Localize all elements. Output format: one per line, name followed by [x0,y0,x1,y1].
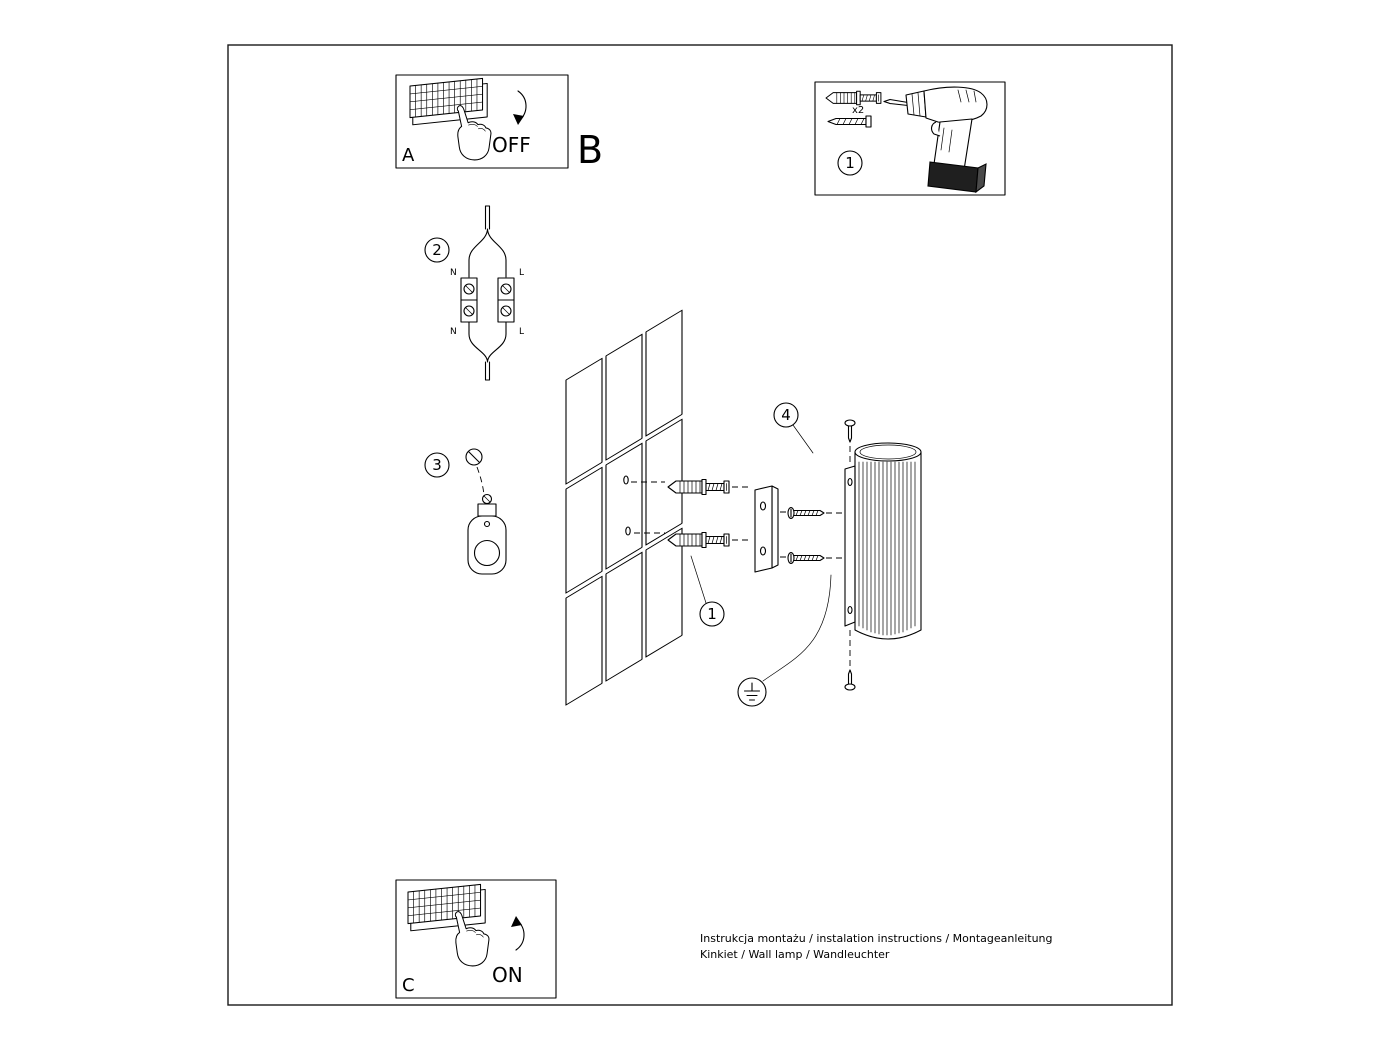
wall-lamp-illustration [762,419,922,691]
terminal-block [460,277,515,323]
lamp-screw-top [844,419,856,464]
rotate-arrow-off-icon [513,90,527,125]
terminal-n-top: N [450,268,457,278]
callout-3-number: 3 [432,456,442,474]
bracket-screws [780,506,843,565]
tools-step-number: 1 [845,154,855,172]
step-3-earth-bracket: 3 [424,448,507,575]
mounting-plate [754,485,779,573]
mounting-assembly [631,478,843,573]
callout-2-number: 2 [432,241,442,259]
panel-c: C ON [395,879,557,999]
panel-a-letter: A [402,145,415,166]
footer-line2: Kinkiet / Wall lamp / Wandleuchter [700,948,890,961]
panel-c-state: ON [492,963,523,987]
screw-icon [827,115,872,128]
lamp-screw-bottom [844,630,856,691]
terminal-l-bottom: L [519,327,524,337]
callout-step4: 4 [773,402,814,454]
anchor-quantity: x2 [852,105,864,116]
drill-icon [883,86,988,194]
earth-symbol [737,677,767,707]
panel-a: A OFF [395,74,569,169]
footer: Instrukcja montażu / instalation instruc… [700,932,1053,961]
earth-wire [762,574,832,682]
panel-a-state: OFF [492,133,531,157]
panel-c-letter: C [402,975,415,996]
lamp-bracket [844,465,856,627]
terminal-n-bottom: N [450,327,457,337]
section-b-letter: B [577,128,603,172]
callout-1-number: 1 [707,605,717,623]
terminal-l-top: L [519,268,524,278]
wall-tiles-illustration [565,309,683,706]
page-border [227,44,1173,1006]
callout-4-number: 4 [781,406,791,424]
rotate-arrow-on-icon [511,916,525,951]
lamp-shade [854,442,922,640]
footer-line1: Instrukcja montażu / instalation instruc… [700,932,1053,945]
tools-panel: x2 1 [814,81,1006,196]
callout-step1-wall: 1 [690,555,725,627]
step-2-wiring: 2 N L N L [424,205,524,381]
